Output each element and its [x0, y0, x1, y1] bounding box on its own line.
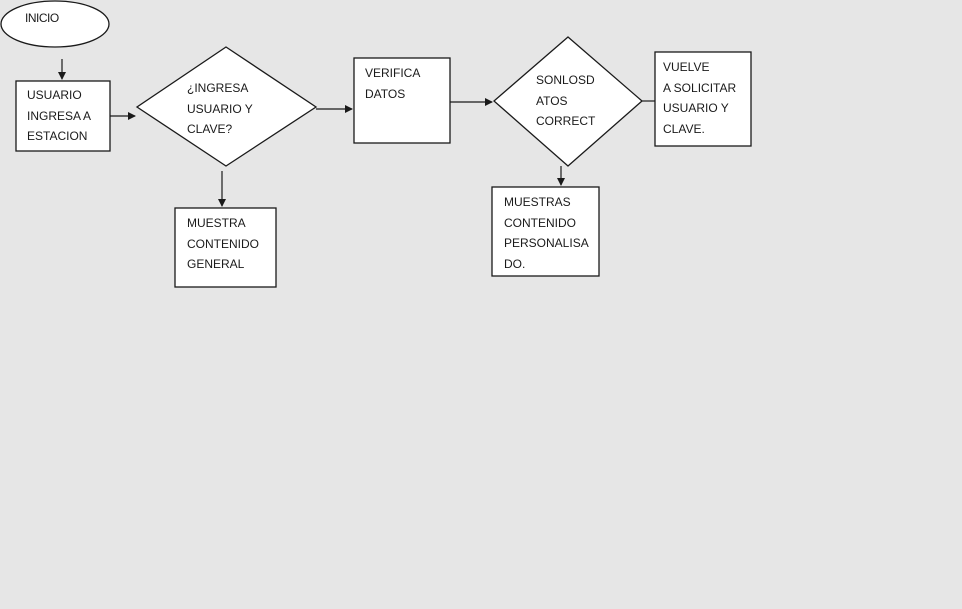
muestra-contenido-general-process	[174, 207, 277, 288]
son-los-datos-correctos-decision	[493, 36, 643, 167]
usuario-ingresa-process	[15, 80, 111, 152]
inicio-label: INICIO	[25, 11, 59, 25]
vuelve-a-solicitar-label: VUELVE A SOLICITAR USUARIO Y CLAVE.	[663, 60, 737, 136]
verifica-datos-label: VERIFICA DATOS	[365, 66, 421, 101]
ingresa-usuario-clave-decision	[135, 46, 318, 167]
muestras-contenido-personalizado-label: MUESTRAS CONTENIDO PERSONALISA DO.	[504, 195, 589, 271]
muestras-contenido-personalizado-process	[491, 186, 600, 277]
verifica-datos-process	[353, 57, 451, 144]
son-los-datos-correctos-label: SONLOSD ATOS CORRECT	[536, 73, 596, 128]
usuario-ingresa-label: USUARIO INGRESA A ESTACION	[27, 88, 92, 143]
ingresa-usuario-clave-label: ¿INGRESA USUARIO Y CLAVE?	[187, 81, 253, 136]
inicio-terminal	[0, 0, 110, 48]
vuelve-a-solicitar-process	[654, 51, 752, 147]
muestra-contenido-general-label: MUESTRA CONTENIDO GENERAL	[187, 216, 259, 271]
